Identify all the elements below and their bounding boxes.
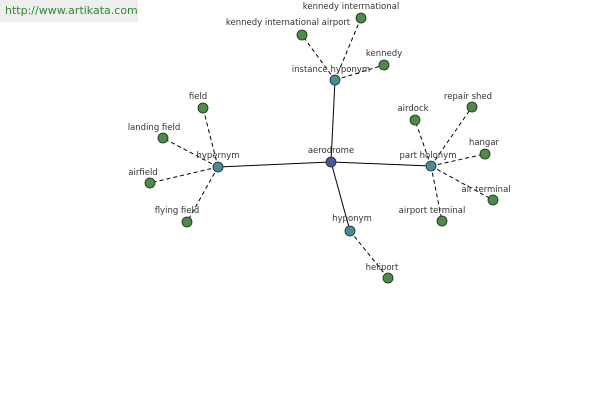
graph-labels: kennedy international airport kennedy int… (128, 2, 511, 273)
edge-part-holonym-airdock (414, 119, 432, 167)
node-label-aerodrome[interactable]: aerodrome (308, 146, 354, 156)
edge-instance-hyponym-kennedy (334, 64, 385, 81)
node-label-field[interactable]: field (189, 92, 207, 102)
node-label-airdock[interactable]: airdock (397, 104, 428, 114)
node-label-instance-hyponym[interactable]: instance hyponym (292, 65, 370, 75)
node-hyponym[interactable] (344, 225, 356, 237)
node-label-heliport[interactable]: heliport (366, 263, 399, 273)
node-label-airport-terminal[interactable]: airport terminal (399, 206, 466, 216)
edge-hyponym-heliport (349, 230, 389, 279)
edge-instance-hyponym-kennedy-international-airport (301, 34, 336, 81)
node-flying-field[interactable] (181, 216, 193, 228)
edge-aerodrome-part-holonym (330, 161, 432, 167)
node-label-kennedy-international-airport[interactable]: kennedy international airport (226, 18, 351, 28)
site-url-banner[interactable]: http://www.artikata.com (0, 0, 138, 22)
node-field[interactable] (197, 102, 209, 114)
node-label-hypernym[interactable]: hypernym (196, 151, 239, 161)
edge-hypernym-field (202, 107, 219, 168)
node-hangar[interactable] (479, 148, 491, 160)
edge-aerodrome-hyponym (330, 161, 351, 232)
node-label-part-holonym[interactable]: part holonym (400, 151, 457, 161)
node-repair-shed[interactable] (466, 101, 478, 113)
edge-hypernym-landing-field (162, 137, 219, 168)
node-kennedy[interactable] (378, 59, 390, 71)
graph-nodes (144, 12, 499, 284)
edge-hypernym-flying-field (186, 166, 219, 223)
node-label-flying-field[interactable]: flying field (155, 206, 200, 216)
node-label-repair-shed[interactable]: repair shed (444, 92, 492, 102)
edge-aerodrome-hypernym (217, 161, 332, 168)
node-airfield[interactable] (144, 177, 156, 189)
edge-part-holonym-repair-shed (430, 106, 473, 167)
node-airport-terminal[interactable] (436, 215, 448, 227)
node-label-airfield[interactable]: airfield (128, 168, 157, 178)
edge-part-holonym-airport-terminal (430, 165, 443, 222)
node-air-terminal[interactable] (487, 194, 499, 206)
edge-part-holonym-hangar (430, 153, 486, 167)
node-part-holonym[interactable] (425, 160, 437, 172)
edge-part-holonym-air-terminal (430, 165, 494, 201)
node-aerodrome[interactable] (325, 156, 337, 168)
node-heliport[interactable] (382, 272, 394, 284)
node-label-kennedy[interactable]: kennedy (366, 49, 402, 59)
node-instance-hyponym[interactable] (329, 74, 341, 86)
node-label-kennedy-interrnational[interactable]: kennedy interrnational (303, 2, 399, 12)
edge-instance-hyponym-kennedy-interrnational (334, 17, 362, 81)
node-hypernym[interactable] (212, 161, 224, 173)
node-label-landing-field[interactable]: landing field (128, 123, 181, 133)
edge-hypernym-airfield (149, 166, 219, 184)
node-airdock[interactable] (409, 114, 421, 126)
node-label-hangar[interactable]: hangar (469, 138, 500, 148)
node-label-air-terminal[interactable]: air terminal (461, 185, 510, 195)
node-kennedy-interrnational[interactable] (355, 12, 367, 24)
node-kennedy-international-airport[interactable] (296, 29, 308, 41)
graph-edges (149, 17, 494, 279)
node-landing-field[interactable] (157, 132, 169, 144)
edge-aerodrome-instance-hyponym (330, 79, 336, 163)
node-label-hyponym[interactable]: hyponym (332, 214, 372, 224)
